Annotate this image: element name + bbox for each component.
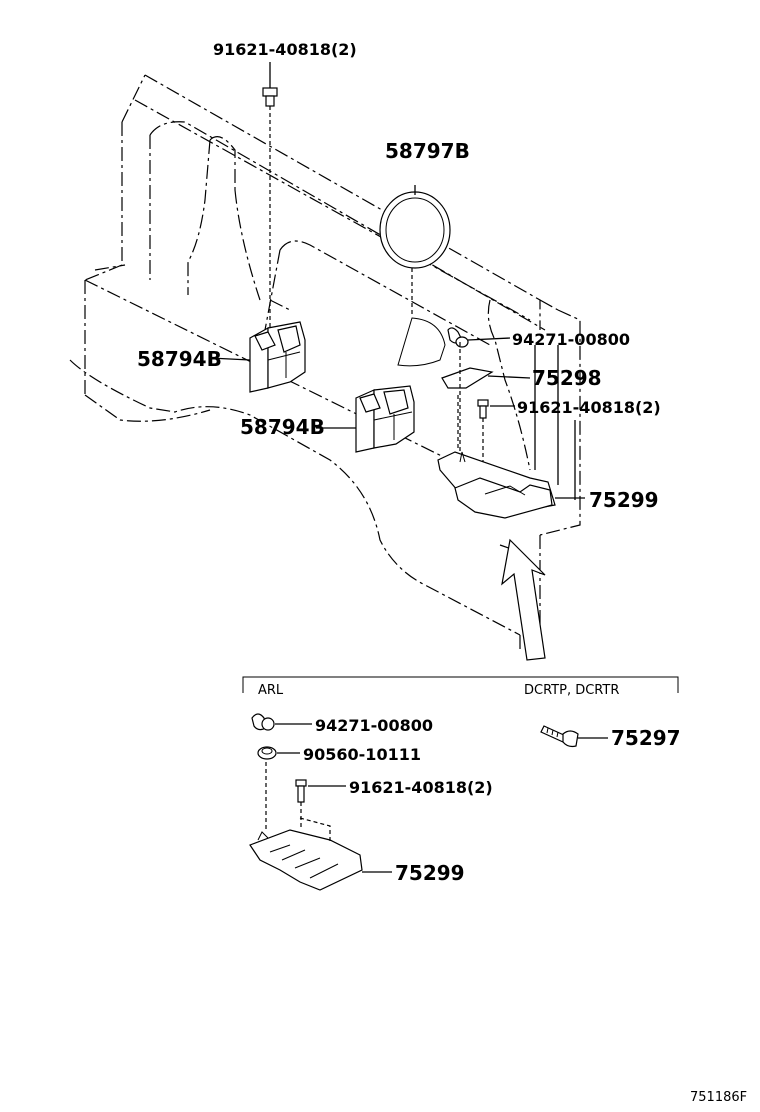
bracket-left-58794B <box>249 321 306 393</box>
bolt-top-icon <box>262 62 278 340</box>
label-bolt-right: 91621-40818(2) <box>517 398 661 417</box>
inset-wing-nut-icon <box>251 713 275 731</box>
label-58794B-center: 58794B <box>240 415 325 439</box>
wing-nut-icon <box>447 327 469 348</box>
label-wing-nut: 94271-00800 <box>512 330 630 349</box>
leader-58794B-left <box>209 357 251 361</box>
inset-group-dcrtp: DCRTP, DCRTR <box>524 683 619 698</box>
bolt-right-icon <box>477 399 489 470</box>
inset-carrier-75299 <box>249 817 363 891</box>
label-bolt-top: 91621-40818(2) <box>213 40 357 59</box>
inset-screw-75297-icon <box>540 725 579 748</box>
label-75299: 75299 <box>589 488 659 512</box>
carrier-75299 <box>437 342 556 519</box>
view-arrow-icon <box>501 538 546 661</box>
label-inset-bolt: 91621-40818(2) <box>349 778 493 797</box>
plate-75298 <box>441 367 494 389</box>
bracket-center-58794B <box>355 385 415 453</box>
label-58797B: 58797B <box>385 139 470 163</box>
leader-75298 <box>487 375 531 379</box>
label-inset-wing-nut: 94271-00800 <box>315 716 433 735</box>
inset-frame <box>242 676 679 693</box>
ring-cover-58797B <box>379 185 451 367</box>
label-inset-75297: 75297 <box>611 726 681 750</box>
inset-washer-icon <box>257 746 277 760</box>
label-75298: 75298 <box>532 366 602 390</box>
leader-wing-nut <box>467 337 511 341</box>
inset-bolt-icon <box>295 779 307 830</box>
inset-group-arl: ARL <box>258 683 284 698</box>
label-inset-washer: 90560-10111 <box>303 745 421 764</box>
figure-code: 751186F <box>690 1090 747 1105</box>
label-inset-carrier: 75299 <box>395 861 465 885</box>
label-58794B-left: 58794B <box>137 347 222 371</box>
